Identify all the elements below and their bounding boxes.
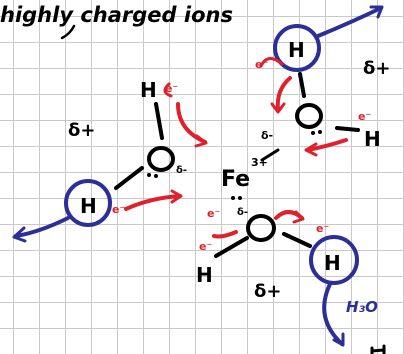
highlight-circle-left (64, 179, 112, 227)
delta-minus-left-o: δ- (176, 165, 187, 176)
cropped-letter-bottom-right (370, 344, 386, 354)
electron-arrowhead-top (270, 102, 286, 114)
electron-curl-top-left (163, 82, 173, 98)
delta-plus-top-right: δ+ (363, 58, 390, 79)
product-label: H₃O (346, 298, 378, 316)
bond-oh-right (335, 126, 360, 132)
delta-minus-right-o: δ- (261, 129, 273, 142)
electron-arrow-left (124, 194, 182, 211)
h-right: H (364, 127, 381, 151)
heading-descender (60, 24, 76, 40)
electron-arrowhead-left (170, 189, 183, 204)
bond-oh-bottom-left (214, 236, 249, 258)
highlight-circle-bottom (309, 235, 359, 285)
coordinate-bond-right (260, 148, 280, 162)
oxygen-right (295, 103, 323, 129)
h-top-circled: H (288, 38, 305, 62)
delta-plus-left: δ+ (68, 120, 95, 141)
lone-pair-dot (238, 196, 242, 200)
electron-arrow-right (306, 138, 348, 152)
leaving-arrowhead-bottom (332, 332, 345, 347)
leaving-arrow-left (14, 216, 70, 238)
fe-symbol: Fe (221, 167, 250, 192)
delta-minus-bottom-o: δ- (237, 207, 248, 218)
leaving-arrowhead-left (12, 226, 27, 243)
electron-label-right: e⁻ (358, 110, 371, 123)
bond-oh-bottom-right (282, 232, 312, 248)
electron-arrow-top (275, 76, 292, 112)
highlight-circle-top (273, 24, 321, 72)
lone-pair-dot (318, 130, 322, 134)
electron-curl-top (259, 57, 284, 68)
bond-oh-circled-left (114, 166, 144, 190)
electron-arrowhead-right (304, 142, 318, 157)
oxygen-bottom (246, 214, 276, 242)
bond-oh-top (298, 72, 306, 98)
electron-label-bottom-left-2: e⁻ (199, 240, 212, 253)
lone-pair-dot (231, 196, 235, 200)
leaving-arrow-bottom (322, 282, 344, 346)
heading-text: highly charged ions (0, 3, 233, 27)
h-bottom-left: H (196, 263, 213, 287)
leaving-arrowhead-top (369, 5, 384, 19)
electron-arrow-top-left (176, 102, 207, 144)
electron-arrow-bottom-left (212, 230, 238, 239)
electron-label-left: e⁻ (112, 203, 125, 216)
h-bottom-circled: H (324, 251, 341, 275)
delta-plus-bottom: δ+ (254, 281, 281, 302)
h-circled-left: H (80, 194, 97, 218)
bond-oh-top-left (154, 102, 164, 140)
lone-pair-dot (147, 173, 151, 177)
electron-label-bottom-right: e⁻ (316, 222, 329, 235)
electron-label-bottom-left: e⁻ (207, 207, 220, 220)
oxygen-left (147, 146, 175, 172)
lone-pair-dot (154, 174, 158, 178)
leaving-arrow-top (316, 6, 383, 38)
h-top-left: H (140, 78, 157, 102)
electron-arrowhead-top-left (194, 134, 208, 148)
lone-pair-dot (311, 131, 315, 135)
electron-arrowhead-bottom-right (292, 210, 305, 224)
